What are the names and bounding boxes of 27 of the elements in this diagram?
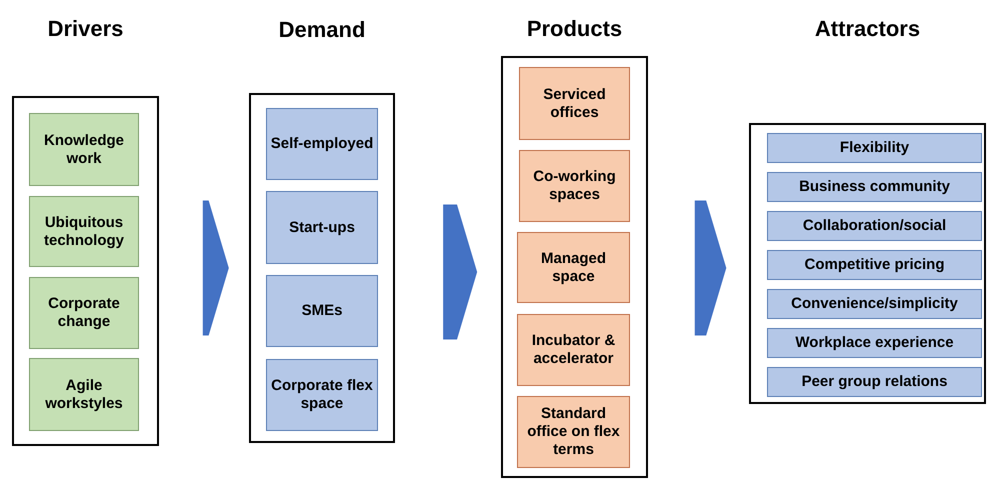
column-heading: Drivers	[46, 16, 124, 42]
item-box: Peer group relations	[767, 367, 982, 397]
item-box: Corporate flex space	[266, 359, 378, 431]
block-arrow	[443, 204, 478, 340]
item-box: Business community	[767, 172, 982, 202]
item-box: Collaboration/social	[767, 211, 982, 241]
item-box: Convenience/simplicity	[767, 289, 982, 319]
item-box: Competitive pricing	[767, 250, 982, 280]
item-box: Co-working spaces	[519, 150, 630, 222]
column-heading: Products	[526, 16, 624, 42]
item-box: Start-ups	[266, 191, 378, 264]
item-box: Workplace experience	[767, 328, 982, 358]
item-box: Knowledge work	[29, 113, 139, 186]
item-box: SMEs	[266, 275, 378, 347]
column-heading: Demand	[278, 17, 366, 43]
item-box: Flexibility	[767, 133, 982, 163]
item-box: Serviced offices	[519, 67, 630, 140]
block-arrow	[202, 200, 229, 336]
item-box: Corporate change	[29, 277, 139, 349]
item-box: Managed space	[517, 232, 630, 303]
column-heading: Attractors	[814, 16, 922, 42]
item-box: Self-employed	[266, 108, 378, 180]
block-arrow	[694, 200, 726, 336]
item-box: Ubiquitous technology	[29, 196, 139, 267]
item-box: Incubator & accelerator	[517, 314, 630, 386]
item-box: Agile workstyles	[29, 358, 139, 431]
item-box: Standard office on flex terms	[517, 396, 630, 468]
